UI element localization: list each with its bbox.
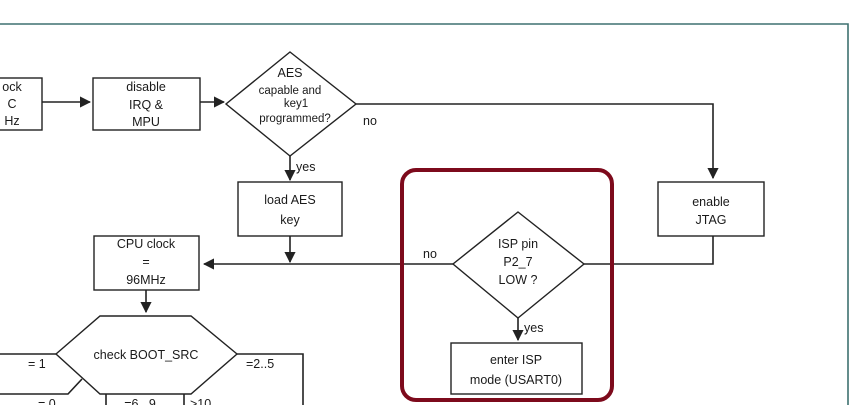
node-text: C — [7, 97, 16, 111]
node-text: capable and — [259, 85, 322, 97]
node-text: =6...9 — [124, 397, 156, 405]
node-text: key1 — [284, 98, 308, 110]
node-text: key — [280, 213, 300, 227]
node-cpu-clock-irc: ock C Hz — [0, 77, 43, 131]
node-boot-6-9: =6...9 — [124, 397, 156, 405]
node-text: = — [142, 255, 149, 269]
node-text: P2_7 — [503, 255, 532, 269]
node-check-boot-src: check BOOT_SRC — [54, 315, 239, 395]
node-enable-jtag: enable JTAG — [657, 181, 765, 237]
diagram-frame — [0, 23, 849, 405]
label-isp-no: no — [423, 247, 437, 261]
node-text: enable — [692, 195, 730, 209]
node-text: programmed? — [259, 113, 331, 125]
node-text: disable — [126, 80, 166, 94]
node-text: ock — [2, 80, 22, 94]
edge-aes-no-to-jtag — [356, 103, 719, 180]
node-text: load AES — [264, 193, 315, 207]
label-boot-ge10: >10 — [190, 397, 211, 405]
node-text: mode (USART0) — [470, 373, 562, 387]
node-isp-decision: ISP pin P2_7 LOW ? — [451, 211, 586, 319]
node-text: check BOOT_SRC — [94, 348, 199, 362]
node-text: ISP pin — [498, 237, 538, 251]
node-disable-irq-mpu: disable IRQ & MPU — [92, 77, 201, 131]
label-aes-no: no — [363, 114, 377, 128]
node-load-aes-key: load AES key — [237, 181, 343, 237]
node-text: MPU — [132, 115, 160, 129]
label-isp-yes: yes — [524, 321, 543, 335]
label-boot-2-5: =2..5 — [246, 357, 274, 371]
node-aes-decision: AES capable and key1 programmed? — [224, 51, 358, 157]
edge-jtag-to-isp — [584, 236, 714, 265]
node-text: IRQ & — [129, 98, 164, 112]
edges — [0, 96, 719, 405]
label-aes-yes: yes — [296, 160, 315, 174]
node-text: Hz — [4, 114, 19, 128]
node-text: LOW ? — [499, 273, 538, 287]
node-text: JTAG — [695, 213, 726, 227]
node-text: 96MHz — [126, 273, 166, 287]
edge-boot-2-5 — [237, 353, 304, 405]
label-boot-eq1: = 1 — [28, 357, 46, 371]
node-text: enter ISP — [490, 353, 542, 367]
label-boot-eq0: = 0 — [38, 397, 56, 405]
node-text: CPU clock — [117, 237, 176, 251]
isp-highlight-box — [400, 168, 614, 402]
node-enter-isp-mode: enter ISP mode (USART0) — [450, 342, 583, 395]
node-cpu-clock-96mhz: CPU clock = 96MHz — [93, 235, 200, 291]
node-text: AES — [277, 66, 302, 80]
edge-boot-eq0 — [0, 378, 83, 395]
